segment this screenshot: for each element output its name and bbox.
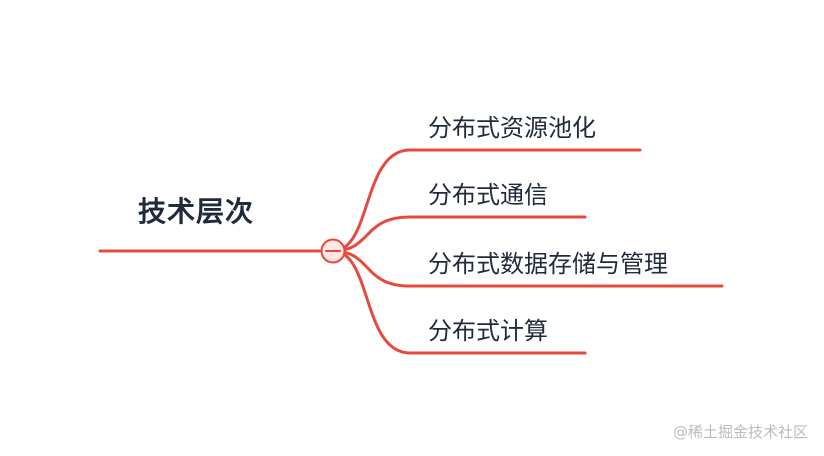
branch-node-data-storage[interactable]: 分布式数据存储与管理 <box>428 250 668 278</box>
branch-node-computing[interactable]: 分布式计算 <box>428 317 548 345</box>
root-node-label[interactable]: 技术层次 <box>138 195 255 228</box>
branch-line-1 <box>331 148 642 253</box>
branch-node-communication[interactable]: 分布式通信 <box>428 181 548 209</box>
branch-line-4 <box>331 249 587 355</box>
collapse-toggle-button[interactable] <box>320 238 346 264</box>
branch-node-resource-pooling[interactable]: 分布式资源池化 <box>428 114 596 142</box>
watermark-text: @稀土掘金技术社区 <box>672 423 808 441</box>
